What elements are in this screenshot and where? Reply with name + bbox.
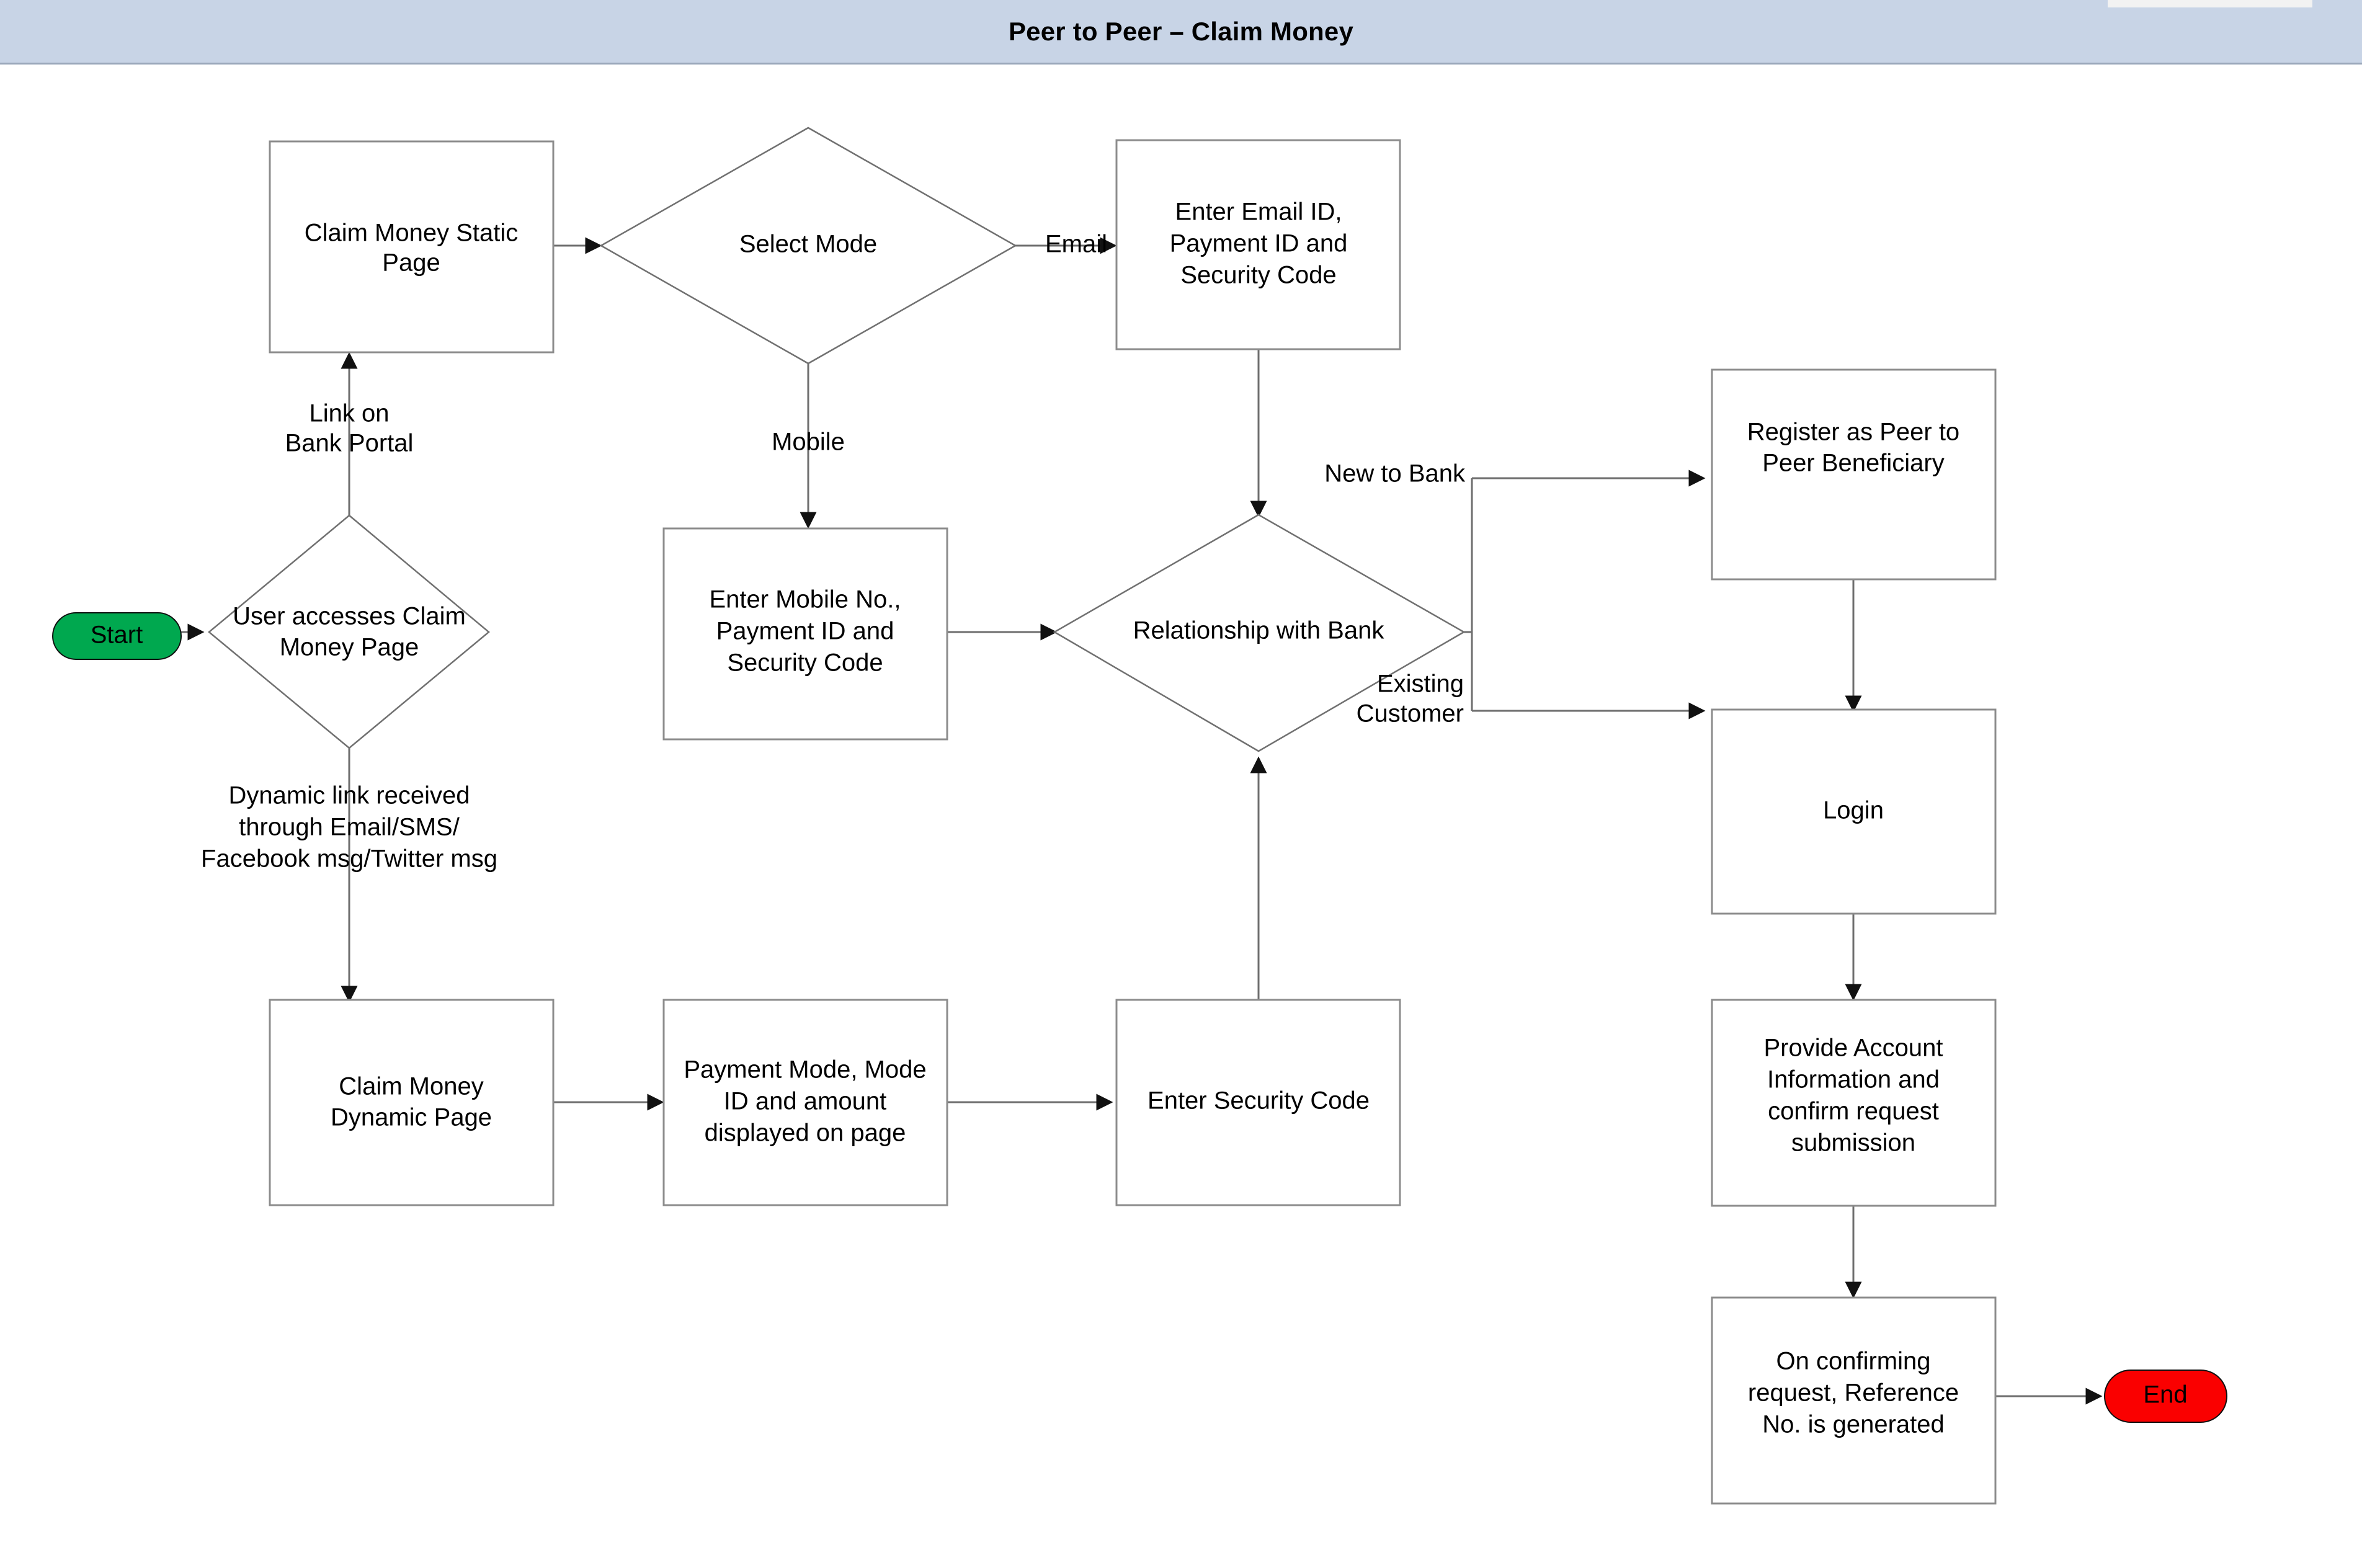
claim-money-dynamic-page-line1: Claim Money: [339, 1073, 483, 1100]
claim-money-static-page-line1: Claim Money Static: [305, 220, 519, 247]
node-claim-money-static-page[interactable]: Claim Money Static Page: [269, 140, 555, 354]
flowchart-svg: Start Claim Money Static Page Select Mod…: [52, 127, 2227, 1505]
relationship-shape[interactable]: [1053, 514, 1466, 752]
select-mode-shape[interactable]: [599, 127, 1017, 365]
provide-account-line2: Information and: [1767, 1066, 1940, 1094]
user-accesses-shape[interactable]: [208, 514, 490, 749]
claim-money-static-page-shape[interactable]: [269, 140, 555, 354]
node-register-peer-beneficiary[interactable]: Register as Peer to Peer Beneficiary: [1711, 368, 1997, 581]
provide-account-shape[interactable]: [1711, 999, 1997, 1207]
node-login[interactable]: Login: [1711, 708, 1997, 915]
enter-security-label: Enter Security Code: [1148, 1087, 1370, 1115]
enter-email-line3: Security Code: [1180, 262, 1336, 289]
node-enter-mobile[interactable]: Enter Mobile No., Payment ID and Securit…: [662, 527, 948, 741]
register-peer-line1: Register as Peer to: [1747, 419, 1959, 446]
relationship-label: Relationship with Bank: [1133, 617, 1385, 644]
edge-label-mobile: Mobile: [772, 429, 845, 456]
edge-layer: [181, 237, 2103, 1405]
node-end[interactable]: End: [2104, 1370, 2227, 1423]
window-titlebar: Peer to Peer – Claim Money: [0, 0, 2362, 65]
diagram-canvas: Start Claim Money Static Page Select Mod…: [0, 65, 2362, 1568]
enter-security-shape[interactable]: [1115, 999, 1401, 1206]
node-start[interactable]: Start: [52, 612, 182, 660]
user-accesses-line1: User accesses Claim: [233, 603, 466, 630]
titlebar-tab-artifact: [2108, 0, 2312, 7]
edge-label-dynamic-link-line3: Facebook msg/Twitter msg: [201, 845, 497, 873]
enter-mobile-line2: Payment ID and: [716, 618, 894, 645]
payment-mode-shape[interactable]: [662, 999, 948, 1206]
enter-email-line2: Payment ID and: [1170, 230, 1348, 257]
provide-account-line1: Provide Account: [1763, 1035, 1943, 1062]
edge-label-email: Email: [1045, 231, 1107, 258]
enter-mobile-line1: Enter Mobile No.,: [709, 586, 901, 613]
claim-money-static-page-line2: Page: [382, 249, 440, 277]
node-relationship-with-bank[interactable]: Relationship with Bank: [1053, 514, 1466, 752]
reference-no-shape[interactable]: [1711, 1296, 1997, 1505]
page-title: Peer to Peer – Claim Money: [1008, 17, 1354, 46]
payment-mode-line2: ID and amount: [724, 1088, 886, 1115]
payment-mode-line1: Payment Mode, Mode: [684, 1056, 926, 1084]
reference-no-line3: No. is generated: [1762, 1411, 1945, 1438]
edge-label-dynamic-link-line2: through Email/SMS/: [239, 814, 460, 841]
register-peer-line2: Peer Beneficiary: [1762, 450, 1944, 477]
edge-label-existing-customer-line1: Existing: [1377, 670, 1464, 698]
provide-account-line4: submission: [1791, 1129, 1915, 1157]
edge-label-link-on-bank-portal-line1: Link on: [310, 400, 390, 427]
end-terminator-shape[interactable]: [2104, 1370, 2227, 1423]
payment-mode-line3: displayed on page: [705, 1120, 906, 1147]
node-provide-account-information[interactable]: Provide Account Information and confirm …: [1711, 999, 1997, 1207]
node-claim-money-dynamic-page[interactable]: Claim Money Dynamic Page: [269, 999, 555, 1206]
node-enter-email[interactable]: Enter Email ID, Payment ID and Security …: [1115, 139, 1401, 350]
edge-label-dynamic-link-line1: Dynamic link received: [228, 782, 470, 809]
end-label: End: [2143, 1381, 2187, 1409]
reference-no-line2: request, Reference: [1748, 1379, 1959, 1407]
enter-mobile-shape[interactable]: [662, 527, 948, 741]
user-accesses-line2: Money Page: [280, 634, 419, 661]
provide-account-line3: confirm request: [1768, 1098, 1939, 1125]
claim-money-dynamic-page-shape[interactable]: [269, 999, 555, 1206]
register-peer-shape[interactable]: [1711, 368, 1997, 581]
reference-no-line1: On confirming: [1776, 1348, 1931, 1375]
start-label: Start: [91, 621, 143, 649]
enter-email-line1: Enter Email ID,: [1175, 198, 1342, 226]
login-label: Login: [1823, 797, 1884, 824]
login-shape[interactable]: [1711, 708, 1997, 915]
edge-label-existing-customer-line2: Customer: [1357, 700, 1464, 728]
node-enter-security-code[interactable]: Enter Security Code: [1115, 999, 1401, 1206]
claim-money-dynamic-page-line2: Dynamic Page: [331, 1104, 492, 1131]
select-mode-label: Select Mode: [739, 231, 877, 258]
node-reference-number[interactable]: On confirming request, Reference No. is …: [1711, 1296, 1997, 1505]
node-select-mode[interactable]: Select Mode: [599, 127, 1017, 365]
edge-label-new-to-bank: New to Bank: [1324, 460, 1466, 488]
enter-email-shape[interactable]: [1115, 139, 1401, 350]
edge-label-layer: Link on Bank Portal Mobile Email Dynamic…: [201, 231, 1466, 873]
edge-label-link-on-bank-portal-line2: Bank Portal: [285, 430, 414, 457]
enter-mobile-line3: Security Code: [727, 649, 883, 677]
start-terminator-shape[interactable]: [52, 612, 182, 660]
node-user-accesses-claim-money-page[interactable]: User accesses Claim Money Page: [208, 514, 490, 749]
node-payment-mode[interactable]: Payment Mode, Mode ID and amount display…: [662, 999, 948, 1206]
